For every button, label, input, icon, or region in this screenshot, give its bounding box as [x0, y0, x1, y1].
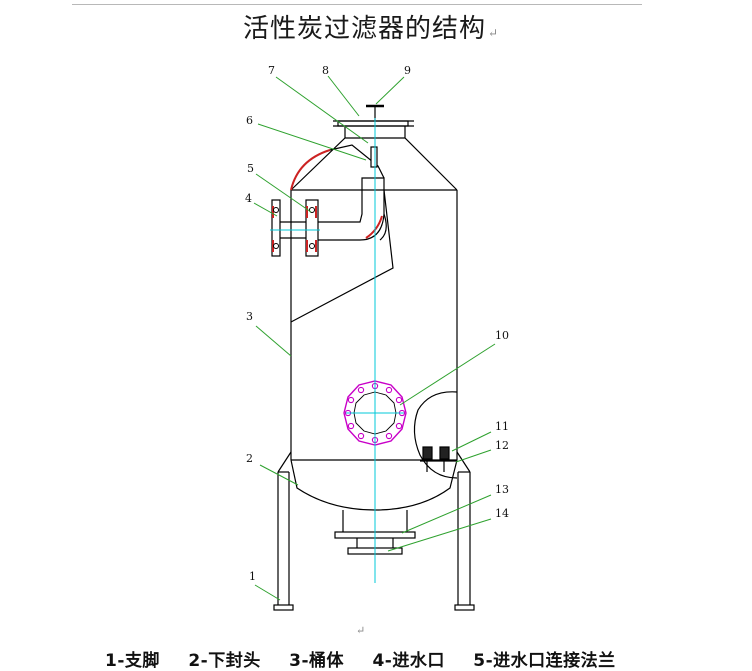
leader-8 — [327, 75, 360, 117]
callout-12: 12 — [495, 439, 509, 452]
callout-14: 14 — [495, 507, 509, 520]
leader-10 — [399, 343, 496, 406]
callout-7: 7 — [268, 64, 275, 77]
support-legs — [273, 451, 475, 611]
leader-6 — [257, 123, 367, 161]
callout-13: 13 — [495, 483, 509, 496]
callout-6: 6 — [246, 114, 253, 127]
leader-2 — [259, 464, 299, 486]
callout-numbers: 1 2 3 4 5 6 7 8 9 10 11 12 13 14 — [245, 64, 509, 583]
leader-9 — [375, 76, 405, 105]
callout-11: 11 — [495, 420, 509, 433]
callout-4: 4 — [245, 192, 252, 205]
callout-5: 5 — [247, 162, 254, 175]
paragraph-mark-2: ↵ — [356, 624, 366, 637]
callout-2: 2 — [246, 452, 253, 465]
leader-1 — [254, 584, 281, 601]
paragraph-mark: ↵ — [488, 26, 500, 40]
leader-5 — [255, 173, 312, 213]
legend-item-4: 4-进水口 — [372, 651, 445, 671]
legend-item-5: 5-进水口连接法兰 — [473, 651, 616, 671]
leader-lines — [253, 75, 496, 601]
callout-1: 1 — [249, 570, 256, 583]
leader-11 — [451, 431, 492, 452]
diagram-title: 活性炭过滤器的结构↵ — [243, 14, 500, 44]
gasket-highlights — [272, 149, 383, 252]
callout-9: 9 — [404, 64, 411, 77]
leader-4 — [253, 202, 278, 217]
callout-8: 8 — [322, 64, 329, 77]
leader-3 — [255, 325, 292, 357]
leader-13 — [401, 494, 492, 534]
leader-12 — [455, 449, 492, 463]
leader-7 — [275, 76, 369, 144]
legend-item-1: 1-支脚 — [105, 651, 160, 671]
leader-14 — [387, 518, 492, 552]
callout-3: 3 — [246, 310, 253, 323]
top-flange — [333, 104, 414, 138]
lower-head — [290, 459, 458, 511]
inlet-flange-outer — [271, 199, 281, 257]
page-top-rule — [72, 4, 642, 5]
callout-10: 10 — [495, 329, 509, 342]
legend-item-3: 3-桶体 — [289, 651, 345, 671]
right-nozzle — [413, 391, 458, 479]
parts-legend: 1-支脚 2-下封头 3-桶体 4-进水口 5-进水口连接法兰 — [105, 646, 750, 671]
legend-item-2: 2-下封头 — [188, 651, 261, 671]
